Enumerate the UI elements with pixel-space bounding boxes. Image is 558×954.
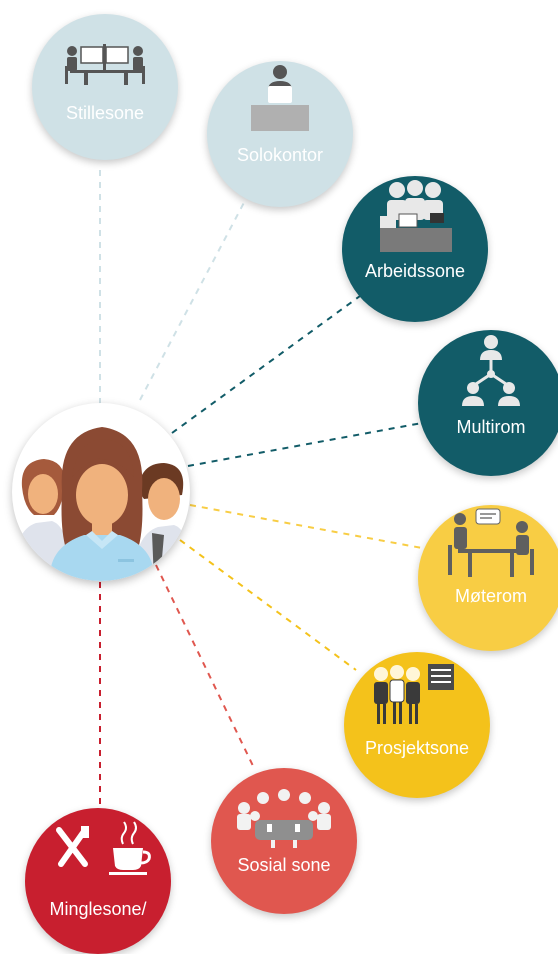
meeting-icon <box>448 508 534 577</box>
zone-label: Prosjektsone <box>364 738 470 758</box>
zone-label: Arbeidssone <box>364 261 466 281</box>
zone-sosial-sone: Sosial sone <box>211 768 357 914</box>
zone-prosjektsone: Prosjektsone <box>344 652 490 798</box>
fork-knife-cup-icon <box>56 821 151 875</box>
zone-label: Multirom <box>456 417 526 437</box>
connector-multirom <box>187 422 423 467</box>
zone-multirom: Multirom <box>418 330 558 476</box>
connector-solokontor <box>139 194 249 401</box>
connector-prosjektsone <box>179 539 357 671</box>
people-group-icon <box>13 427 190 581</box>
zone-solokontor: Solokontor <box>207 61 353 207</box>
connector-lines <box>99 168 423 810</box>
zone-label: Minglesone/ <box>49 899 147 919</box>
solo-office-icon <box>251 65 309 131</box>
workspace-zones-diagram: Stillesone Solokontor Arbeidssone <box>12 14 558 954</box>
project-team-icon <box>374 664 454 724</box>
connector-moterom <box>189 504 423 549</box>
zone-stillesone: Stillesone <box>32 14 178 160</box>
zone-label: Solokontor <box>236 145 324 165</box>
work-team-icon <box>380 180 452 252</box>
connector-arbeidssone <box>171 295 361 434</box>
zone-label: Sosial sone <box>237 855 331 875</box>
connector-sosial <box>155 564 256 771</box>
center-people-circle <box>12 403 190 581</box>
quiet-desks-icon <box>65 44 145 85</box>
zone-arbeidssone: Arbeidssone <box>342 176 488 322</box>
zone-label: Møterom <box>455 586 527 606</box>
network-people-icon <box>462 335 520 406</box>
zone-minglesone: Minglesone/ <box>25 808 171 954</box>
social-table-icon <box>237 789 331 848</box>
zone-label: Stillesone <box>65 103 145 123</box>
zone-moterom: Møterom <box>418 505 558 651</box>
